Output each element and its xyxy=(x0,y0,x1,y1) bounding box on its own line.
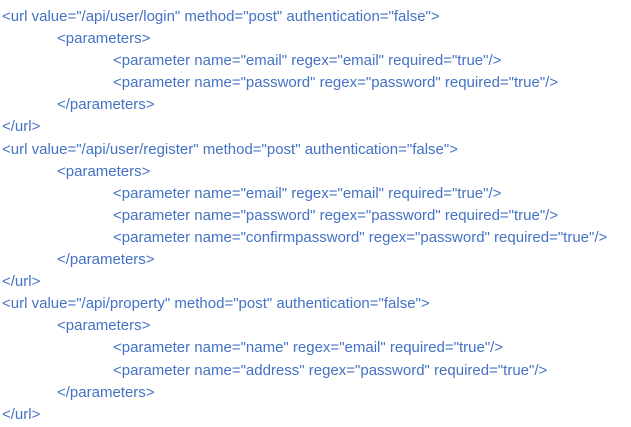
code-line: <parameters> xyxy=(57,162,151,180)
code-line: <url value="/api/property" method="post"… xyxy=(2,295,430,313)
code-line: </url> xyxy=(2,118,41,136)
code-line: <parameter name="address" regex="passwor… xyxy=(113,361,548,379)
code-line: <url value="/api/user/login" method="pos… xyxy=(2,8,440,25)
code-line: </url> xyxy=(2,405,41,423)
code-line: <parameter name="password" regex="passwo… xyxy=(113,74,559,92)
code-line: <parameter name="name" regex="email" req… xyxy=(113,339,504,357)
code-line: <parameters> xyxy=(57,30,151,48)
code-line: </parameters> xyxy=(57,96,155,114)
code-line: <parameters> xyxy=(57,317,151,335)
code-line: </url> xyxy=(2,273,41,291)
code-line: <parameter name="confirmpassword" regex=… xyxy=(113,228,608,246)
xml-document: <url value="/api/user/login" method="pos… xyxy=(2,6,631,426)
code-line: </parameters> xyxy=(57,251,155,269)
code-line: <url value="/api/user/register" method="… xyxy=(2,140,458,158)
code-line: <parameter name="email" regex="email" re… xyxy=(113,184,502,202)
code-line: </parameters> xyxy=(57,383,155,401)
code-line: <parameter name="email" regex="email" re… xyxy=(113,52,502,70)
code-line: <parameter name="password" regex="passwo… xyxy=(113,206,559,224)
